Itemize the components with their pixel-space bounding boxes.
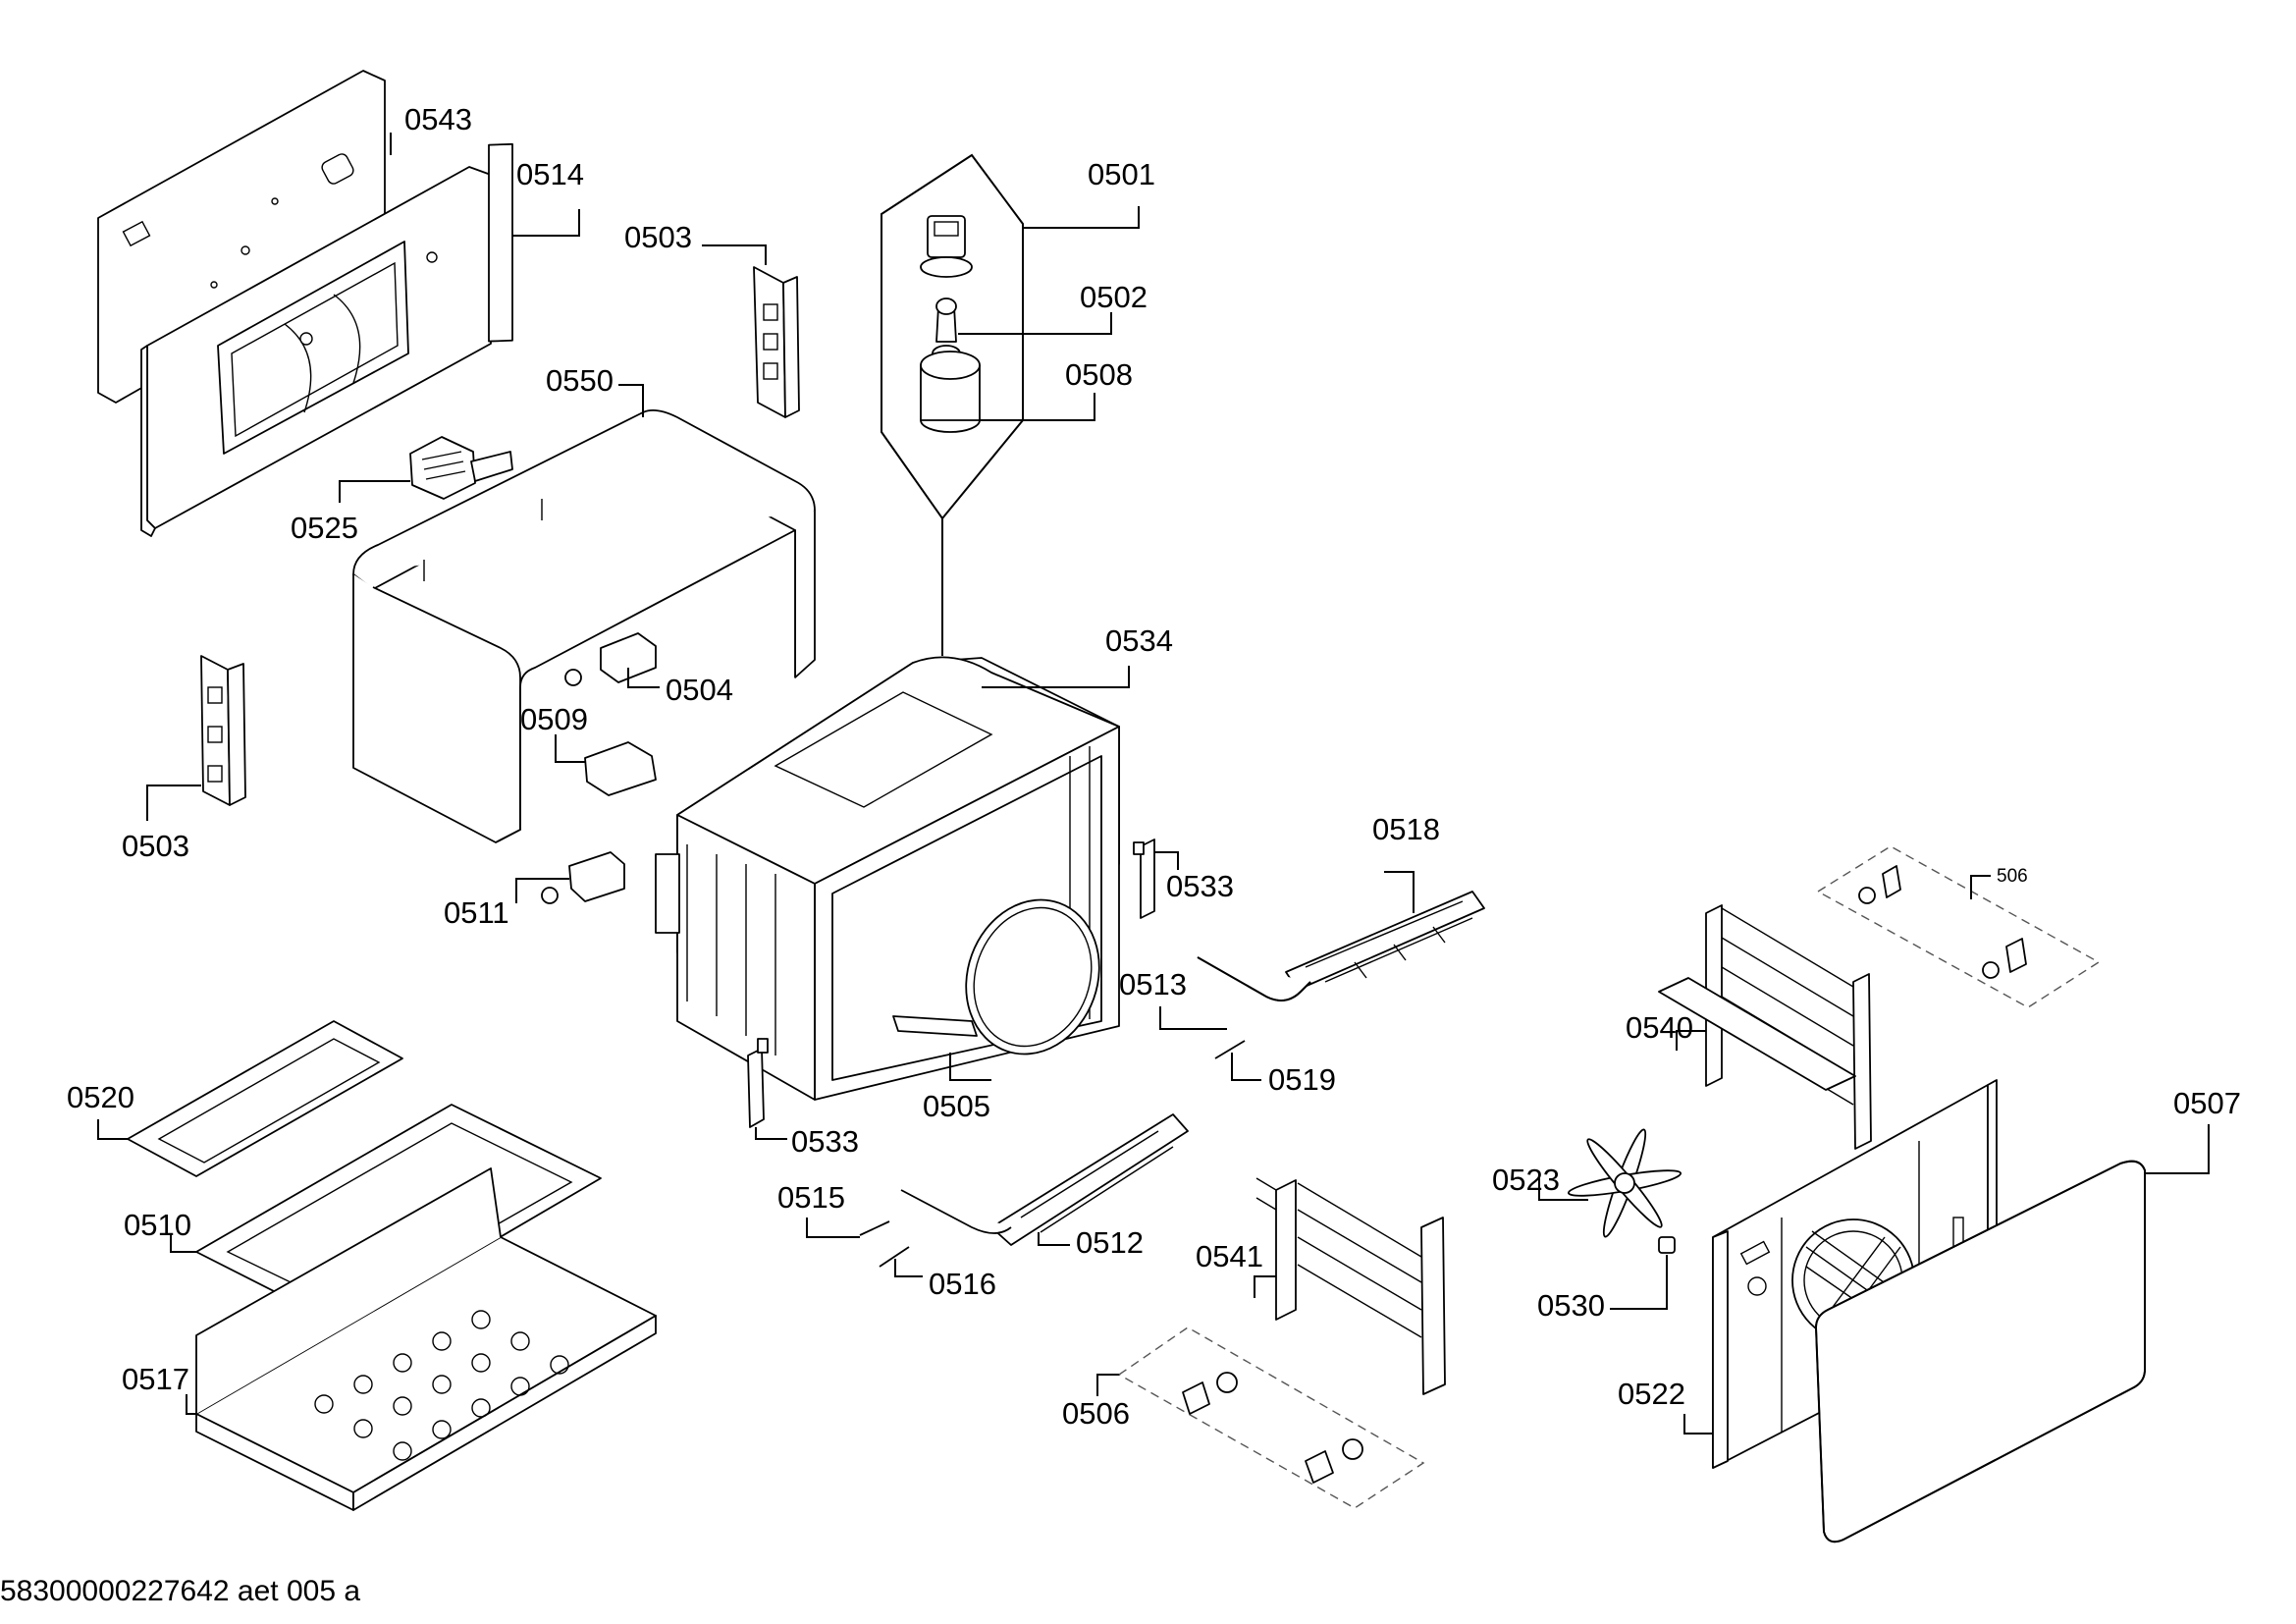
leader-0522 (1683, 1414, 1713, 1435)
leader-0513 (1159, 1006, 1227, 1030)
label-0530: 0530 (1537, 1288, 1605, 1323)
label-0525: 0525 (291, 511, 358, 545)
label-0533-right: 0533 (1166, 869, 1234, 903)
part-0540-side-rack (1658, 904, 1872, 1150)
label-0502: 0502 (1080, 280, 1148, 314)
part-0512-lower-heater-cover (990, 1113, 1189, 1246)
group-0506-upper-outline (1816, 845, 2101, 1008)
leader-0511 (515, 878, 569, 903)
label-0523: 0523 (1492, 1163, 1560, 1197)
part-0507-door-seal (1814, 1160, 2146, 1543)
part-0523-fan-blade (1567, 1128, 1682, 1238)
label-0513: 0513 (1119, 967, 1187, 1001)
leader-0517 (186, 1394, 196, 1415)
leader-0502 (958, 312, 1112, 335)
label-0512: 0512 (1076, 1225, 1144, 1260)
label-0540: 0540 (1626, 1010, 1693, 1045)
leader-0516 (894, 1259, 923, 1277)
label-0509: 0509 (520, 702, 588, 736)
leader-0503-top (702, 244, 767, 265)
leader-0533-lower (755, 1127, 787, 1140)
label-0506-upper: 506 (1997, 866, 2028, 887)
part-0508-lamp-cover (920, 351, 981, 433)
leader-0509 (555, 734, 585, 763)
label-0511: 0511 (444, 895, 509, 930)
leader-0550 (618, 384, 644, 417)
part-0525-fan-motor (409, 436, 513, 500)
leader-0508 (980, 393, 1095, 421)
part-0518-upper-heater-cover (1285, 891, 1485, 991)
part-0504-hinge-part (564, 632, 657, 686)
leader-0530 (1610, 1255, 1668, 1310)
label-0504: 0504 (666, 673, 733, 707)
leader-0541 (1254, 1275, 1276, 1298)
leader-0504 (627, 668, 660, 688)
part-0516-sensor (879, 1246, 910, 1268)
label-0514: 0514 (516, 157, 584, 191)
part-0512-heater-tube (900, 1189, 1012, 1234)
label-0543: 0543 (404, 102, 472, 136)
part-0509-clip (584, 741, 657, 796)
part-0501-lamp-socket (920, 215, 973, 278)
label-0515: 0515 (777, 1180, 845, 1215)
leader-0518 (1384, 871, 1415, 913)
leader-0540 (1676, 1030, 1706, 1051)
group-0506-lower-outline (1117, 1326, 1425, 1509)
label-0534: 0534 (1105, 623, 1173, 658)
leader-0533-right (1154, 851, 1179, 870)
label-0501: 0501 (1088, 157, 1155, 191)
part-0533-bracket-lower (747, 1038, 769, 1128)
part-0519-sensor (1214, 1040, 1246, 1059)
leader-0506-lower (1096, 1374, 1119, 1396)
part-0505-ring-heater (892, 898, 1100, 1056)
label-0541: 0541 (1196, 1239, 1263, 1273)
part-0513-heater-tube (1197, 956, 1311, 1001)
part-0506-hinge-pieces-upper (1858, 865, 2027, 979)
label-0518: 0518 (1372, 812, 1440, 846)
leader-0501 (1023, 206, 1140, 229)
label-0517: 0517 (122, 1362, 189, 1396)
leader-0505 (949, 1053, 991, 1081)
label-0503-left: 0503 (122, 829, 189, 863)
part-0514-inner-panel (140, 142, 513, 537)
leader-0506-upper (1970, 875, 1991, 899)
label-0503-top: 0503 (624, 220, 692, 254)
part-0503-bracket-top (753, 266, 800, 418)
label-0533-lower: 0533 (791, 1124, 859, 1159)
label-0506-lower: 0506 (1062, 1396, 1130, 1431)
label-0520: 0520 (67, 1080, 134, 1114)
document-footer-code: 58300000227642 aet 005 a (0, 1575, 361, 1607)
leader-0520 (97, 1119, 128, 1140)
part-0541-side-rack (1255, 1177, 1446, 1395)
label-0505: 0505 (923, 1089, 990, 1123)
label-0507: 0507 (2173, 1086, 2241, 1120)
label-0522: 0522 (1618, 1377, 1685, 1411)
leader-0510 (170, 1235, 196, 1253)
part-0520-frame (127, 1020, 403, 1177)
leader-0523 (1538, 1176, 1588, 1201)
leader-0519 (1231, 1053, 1261, 1081)
part-0530-nut (1658, 1236, 1676, 1254)
leader-0525 (339, 480, 410, 503)
part-0517-base-tray (195, 1167, 657, 1511)
part-0503-bracket-left (200, 655, 246, 806)
label-0519: 0519 (1268, 1062, 1336, 1097)
leader-0514 (512, 209, 580, 237)
leader-0534 (982, 666, 1130, 688)
leader-0512 (1038, 1232, 1070, 1246)
leader-0503-left (146, 785, 201, 821)
label-0508: 0508 (1065, 357, 1133, 392)
leader-0515 (806, 1218, 860, 1238)
part-0511-hinge-lower (541, 851, 625, 904)
part-0515-sensor (859, 1220, 890, 1236)
leader-0507 (2145, 1124, 2210, 1174)
part-0506-hinge-pieces-lower (1182, 1372, 1363, 1484)
label-0510: 0510 (124, 1208, 191, 1242)
label-0550: 0550 (546, 363, 614, 398)
label-0516: 0516 (929, 1267, 996, 1301)
part-0533-bracket-right (1133, 839, 1155, 919)
